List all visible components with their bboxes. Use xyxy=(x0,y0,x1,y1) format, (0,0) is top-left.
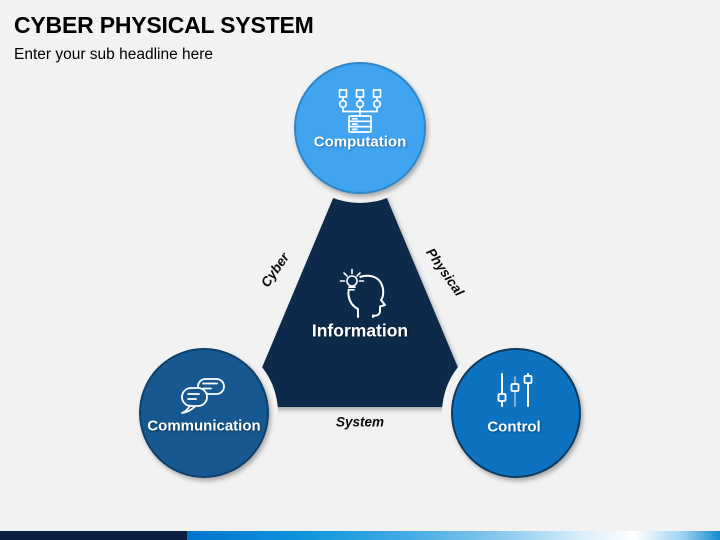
node-control-circle xyxy=(451,348,581,478)
triangle-information-core xyxy=(248,142,472,407)
slide-subtitle: Enter your sub headline here xyxy=(14,45,214,63)
computation-network-icon xyxy=(338,89,382,133)
footer-bar-gradient-segment xyxy=(187,531,720,540)
head-lightbulb-icon xyxy=(339,268,386,318)
footer-bar-navy-segment xyxy=(0,531,187,540)
slide-title: CYBER PHYSICAL SYSTEM xyxy=(14,12,314,38)
node-computation-circle xyxy=(294,62,426,194)
slide-header: CYBER PHYSICAL SYSTEM Enter your sub hea… xyxy=(14,12,314,64)
footer-accent-bar xyxy=(0,531,720,540)
speech-bubbles-icon xyxy=(181,378,225,414)
node-communication-circle xyxy=(139,348,269,478)
sliders-icon xyxy=(497,373,533,407)
